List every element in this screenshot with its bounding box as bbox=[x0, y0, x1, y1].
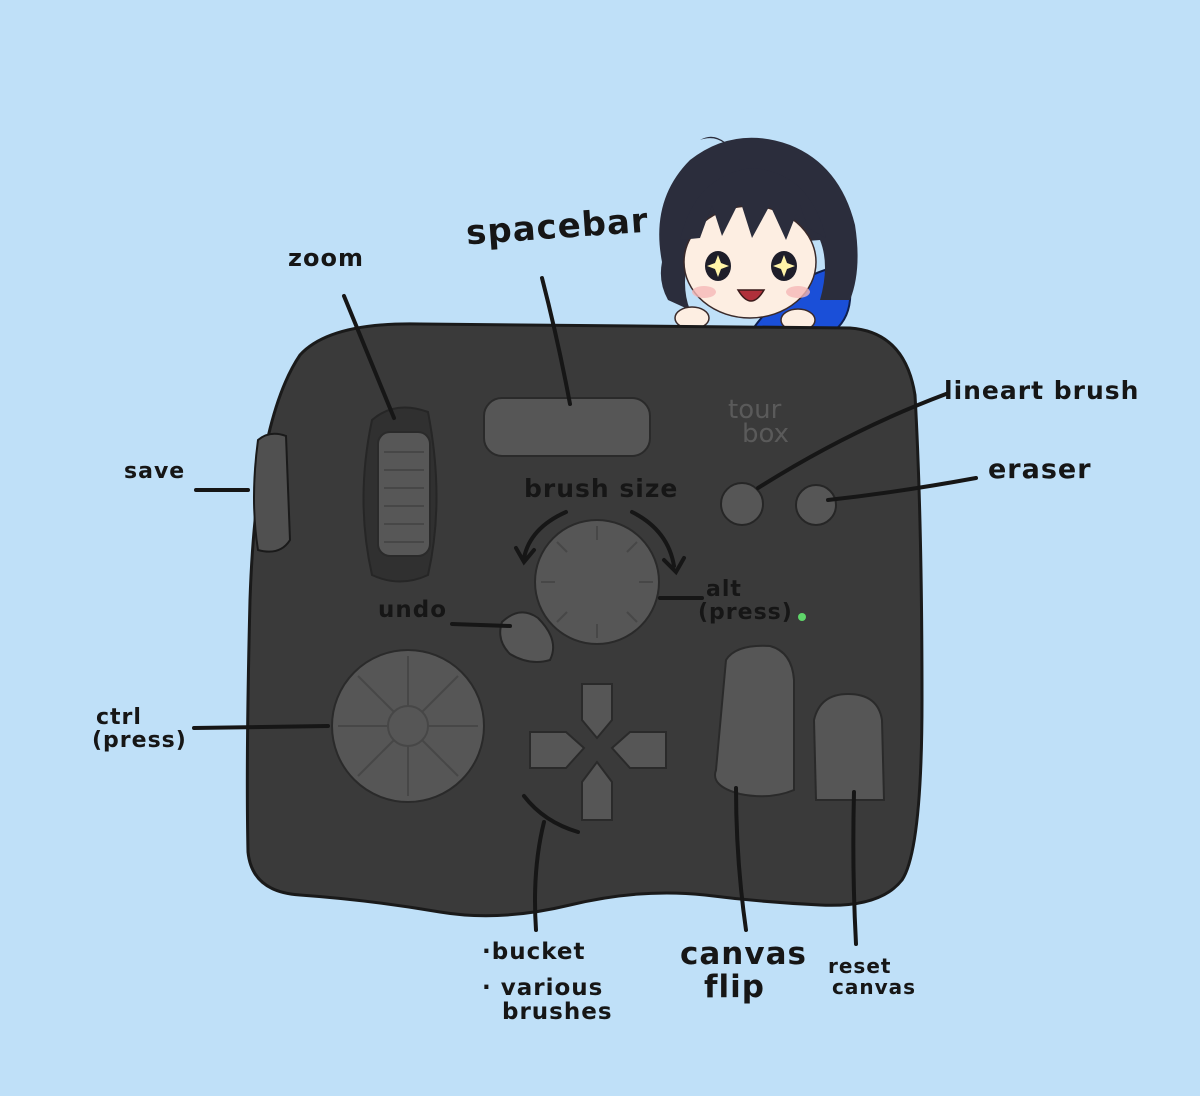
spacebar-button bbox=[483, 397, 651, 457]
undo-label: undo bbox=[378, 597, 448, 623]
status-led bbox=[798, 613, 806, 621]
brush-size-left-arrowhead bbox=[514, 546, 536, 566]
brush-size-right-arrow bbox=[630, 510, 676, 568]
eraser-leader bbox=[826, 476, 978, 502]
brush-size-left-arrow bbox=[522, 510, 568, 560]
brush-size-right-arrowhead bbox=[662, 556, 686, 576]
alt-label: alt (press) bbox=[698, 577, 793, 626]
ctrl-leader bbox=[192, 724, 330, 730]
zoom-scroll-wheel bbox=[377, 431, 431, 557]
eraser-label: eraser bbox=[988, 454, 1092, 485]
eraser-button bbox=[795, 484, 837, 526]
bucket-leader-stem bbox=[533, 820, 546, 932]
lineart-brush-button bbox=[720, 482, 764, 526]
dpad-down-button bbox=[581, 760, 613, 821]
dpad bbox=[529, 683, 667, 821]
dpad-left-button bbox=[529, 731, 586, 769]
lineart-brush-leader bbox=[756, 392, 948, 490]
reset-canvas-leader bbox=[851, 790, 858, 946]
various-brushes-label: · various brushes bbox=[482, 975, 613, 1026]
undo-leader bbox=[450, 622, 512, 628]
leader-lines bbox=[192, 276, 978, 946]
ctrl-label: ctrl (press) bbox=[92, 705, 187, 754]
canvas-flip-leader bbox=[734, 786, 748, 932]
bucket-leader bbox=[522, 794, 580, 834]
spacebar-leader bbox=[540, 276, 572, 406]
lineart-brush-label: lineart brush bbox=[944, 376, 1140, 405]
save-label: save bbox=[124, 459, 186, 484]
reset-canvas-button bbox=[812, 692, 886, 801]
zoom-leader bbox=[342, 294, 396, 420]
chibi-character bbox=[659, 136, 858, 336]
bucket-label: ·bucket bbox=[482, 939, 586, 965]
reset-canvas-label: reset canvas bbox=[828, 954, 917, 999]
dpad-right-button bbox=[610, 731, 667, 769]
save-side-button bbox=[253, 432, 292, 553]
dpad-up-button bbox=[581, 683, 613, 740]
canvas-flip-label: canvas flip bbox=[680, 936, 807, 1005]
tourbox-logo-line1: tour bbox=[728, 395, 782, 425]
undo-button bbox=[499, 611, 554, 663]
brush-size-label: brush size bbox=[524, 474, 679, 503]
zoom-label: zoom bbox=[288, 244, 364, 272]
tourbox-logo-line2: box bbox=[742, 419, 789, 449]
canvas-flip-button bbox=[714, 644, 795, 798]
